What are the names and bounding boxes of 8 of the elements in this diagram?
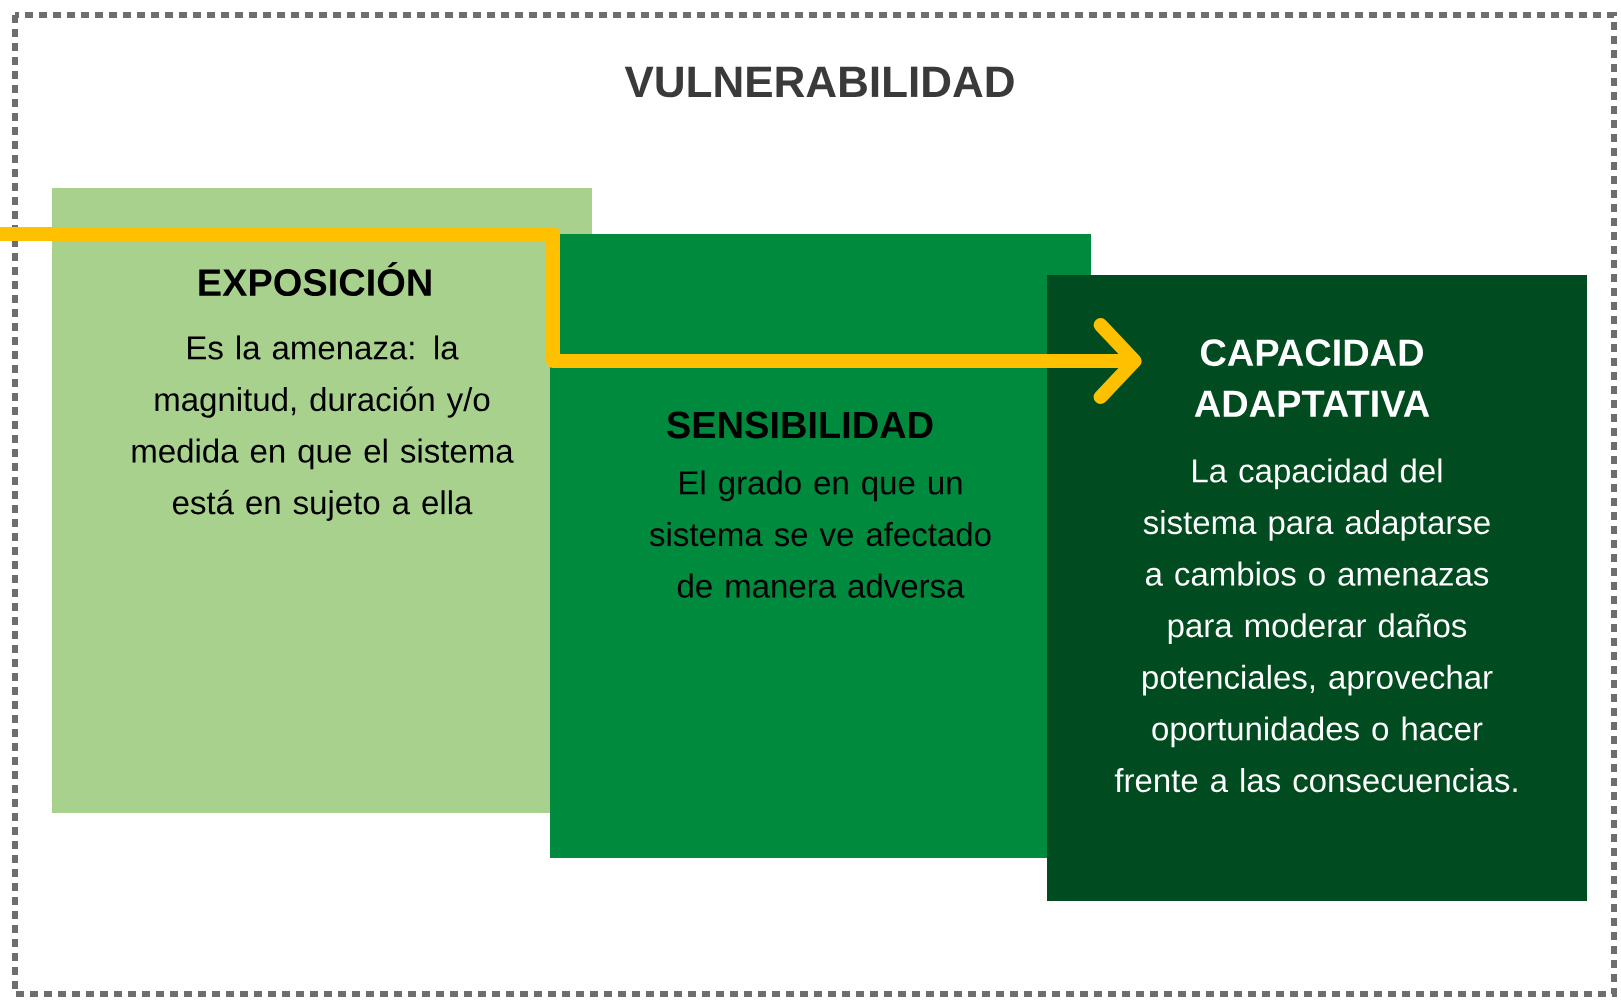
heading: EXPOSICIÓN [199, 262, 431, 297]
title: VULNERABILIDAD [624, 66, 1014, 98]
body-text: La capacidad del sistema para adaptarse a cambios o amenazas para moderar daños potenciales, aprovechar oportunidades o hacer frente a las consecuencias. [1114, 458, 1517, 793]
arrow [0, 227, 1142, 404]
heading: CAPACIDAD ADAPTATIVA [1194, 339, 1430, 417]
body-text: El grado en que un sistema se ve afectado de manera adversa [649, 470, 991, 598]
body-text: Es la amenaza: la magnitud, duración y/o medida en que el sistema está en sujeto a ella [132, 335, 514, 521]
heading: SENSIBILIDAD [667, 411, 933, 439]
